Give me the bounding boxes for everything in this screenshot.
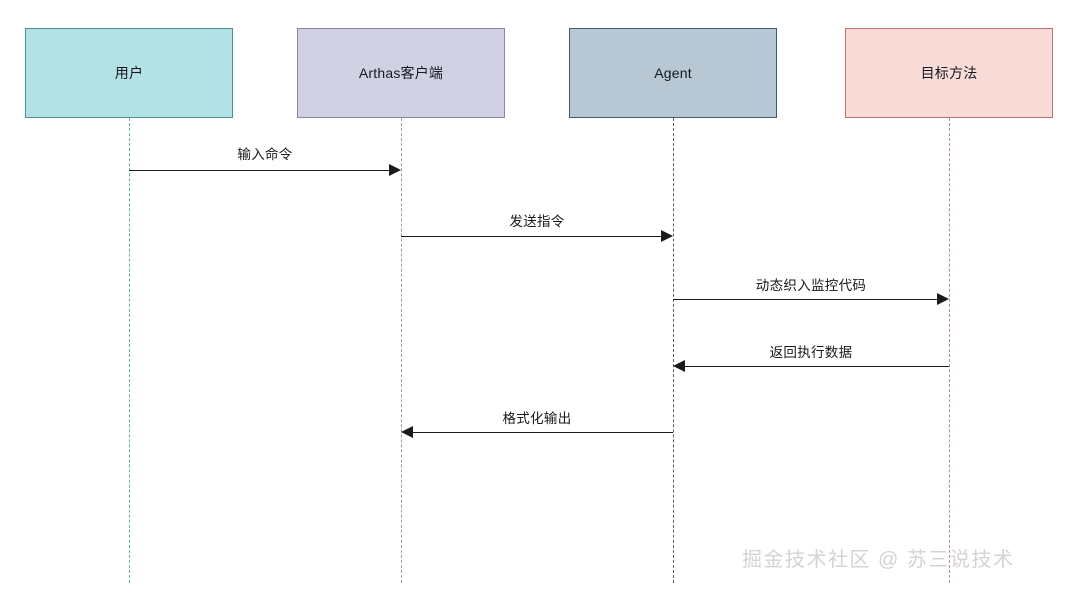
message-arrowhead-msg-send-instruction — [661, 229, 673, 242]
message-line-msg-return-execution-data — [685, 366, 949, 367]
message-arrowhead-msg-input-command — [389, 163, 401, 176]
message-label-msg-return-execution-data: 返回执行数据 — [769, 345, 853, 360]
actor-box-user[interactable]: 用户 — [25, 28, 233, 118]
message-label-msg-send-instruction: 发送指令 — [509, 214, 565, 229]
lifeline-user — [129, 118, 130, 583]
message-arrowhead-msg-return-execution-data — [673, 359, 685, 372]
message-line-msg-send-instruction — [401, 236, 661, 237]
actor-label-target-method: 目标方法 — [920, 65, 978, 81]
message-arrowhead-msg-weave-monitoring-code — [937, 292, 949, 305]
lifeline-agent — [673, 118, 674, 583]
message-line-msg-input-command — [129, 170, 389, 171]
actor-label-arthas-client: Arthas客户端 — [358, 65, 444, 81]
message-line-msg-weave-monitoring-code — [673, 299, 937, 300]
message-label-msg-formatted-output: 格式化输出 — [502, 411, 572, 426]
lifeline-target-method — [949, 118, 950, 583]
actor-box-target-method[interactable]: 目标方法 — [845, 28, 1053, 118]
watermark: 掘金技术社区 @ 苏三说技术 — [742, 549, 1015, 571]
actor-label-user: 用户 — [114, 65, 144, 81]
actor-label-agent: Agent — [654, 65, 692, 81]
actor-box-agent[interactable]: Agent — [569, 28, 777, 118]
message-label-msg-input-command: 输入命令 — [237, 147, 293, 162]
lifeline-arthas-client — [401, 118, 402, 583]
actor-box-arthas-client[interactable]: Arthas客户端 — [297, 28, 505, 118]
message-label-msg-weave-monitoring-code: 动态织入监控代码 — [755, 278, 867, 293]
message-line-msg-formatted-output — [413, 432, 673, 433]
message-arrowhead-msg-formatted-output — [401, 425, 413, 438]
